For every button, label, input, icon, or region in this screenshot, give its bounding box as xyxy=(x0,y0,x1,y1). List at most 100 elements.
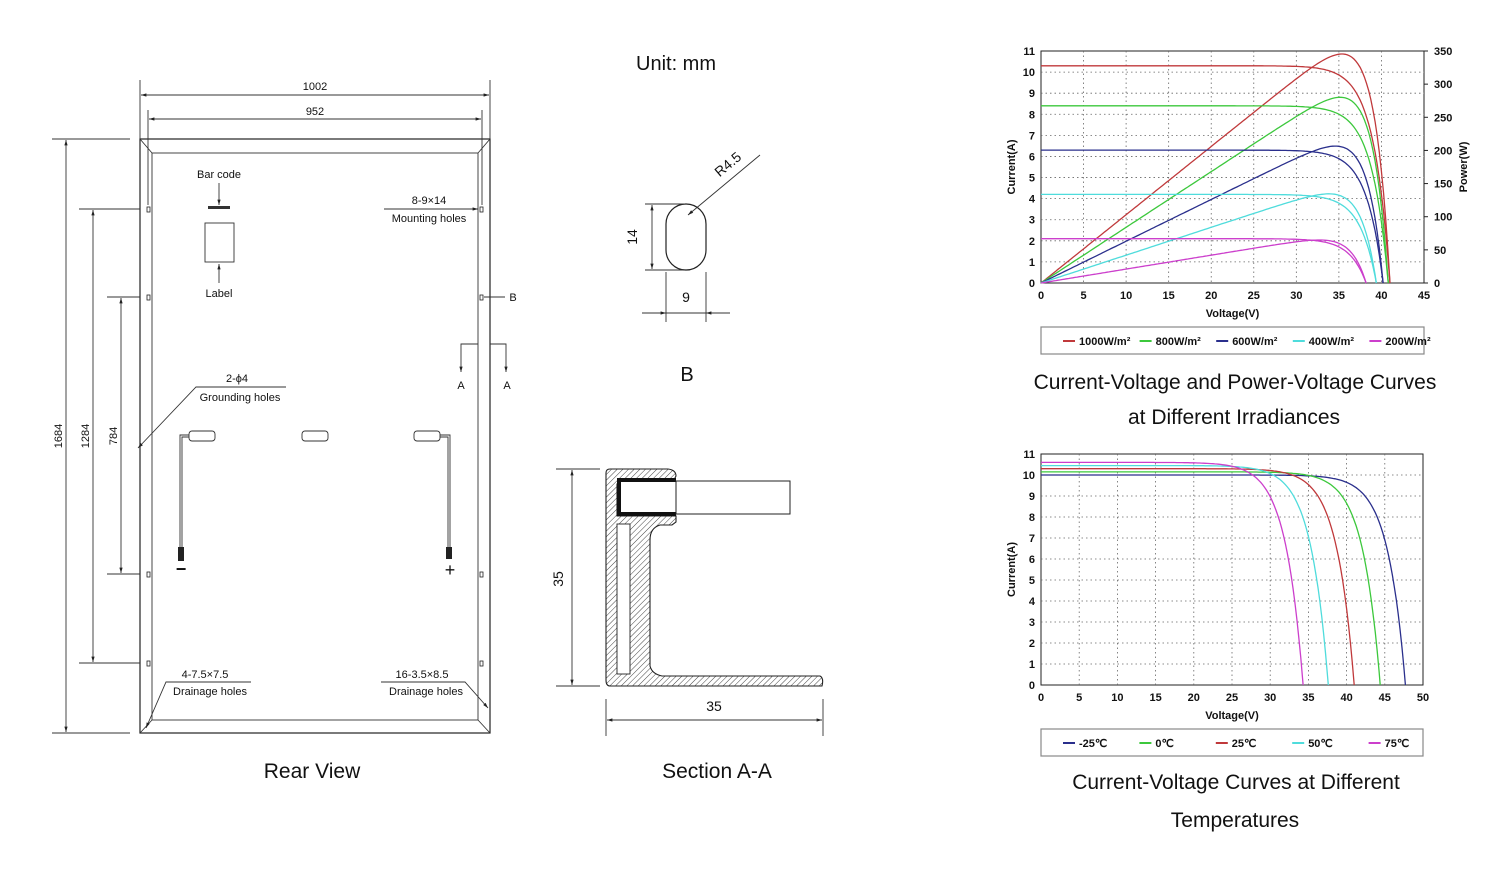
x-tick-label: 15 xyxy=(1163,290,1175,302)
y-tick-label: 5 xyxy=(1029,173,1035,185)
y2-axis-label: Power(W) xyxy=(1458,141,1470,192)
x-tick-label: 25 xyxy=(1248,290,1260,302)
slot-height: 14 xyxy=(624,229,640,245)
y-tick-label: 9 xyxy=(1029,491,1035,503)
x-tick-label: 30 xyxy=(1264,692,1276,704)
y-tick-label: 10 xyxy=(1023,470,1035,482)
iv-curve-800W/m² xyxy=(1041,105,1389,284)
y-tick-label: 2 xyxy=(1029,236,1035,248)
section-width: 35 xyxy=(706,698,722,714)
legend-label: 400W/m² xyxy=(1309,336,1355,348)
drainage-left-text: Drainage holes xyxy=(173,686,247,698)
y-tick-label: 8 xyxy=(1029,109,1035,121)
plot-area xyxy=(1040,50,1425,284)
x-tick-label: 5 xyxy=(1080,290,1086,302)
y-tick-label: 3 xyxy=(1029,215,1035,227)
y2-tick-label: 0 xyxy=(1434,278,1440,290)
iv-curve-1000W/m² xyxy=(1041,65,1391,284)
x-axis-label: Voltage(V) xyxy=(1206,308,1260,320)
label-text: Label xyxy=(206,288,233,300)
pv-curve-200W/m² xyxy=(1040,239,1367,284)
y2-tick-label: 350 xyxy=(1434,46,1452,58)
detail-b-title: B xyxy=(680,364,693,386)
y2-tick-label: 100 xyxy=(1434,212,1452,224)
x-tick-label: 35 xyxy=(1333,290,1345,302)
section-aa-title: Section A-A xyxy=(662,760,772,783)
x-tick-label: 20 xyxy=(1188,692,1200,704)
temperature-chart: Current-Voltage Curves at Different Temp… xyxy=(1006,449,1429,832)
y-axis-label: Current(A) xyxy=(1006,542,1018,597)
y2-tick-label: 50 xyxy=(1434,245,1446,257)
plot-area xyxy=(1040,453,1424,686)
x-tick-label: 45 xyxy=(1379,692,1391,704)
drainage-right-spec: 16-3.5×8.5 xyxy=(396,669,449,681)
slot-radius: R4.5 xyxy=(711,148,744,179)
x-tick-label: 0 xyxy=(1038,290,1044,302)
mounting-spec: 8-9×14 xyxy=(412,195,447,207)
y-tick-label: 7 xyxy=(1029,533,1035,545)
y-tick-label: 11 xyxy=(1023,449,1035,461)
legend-label: 50℃ xyxy=(1308,738,1333,750)
x-tick-label: 30 xyxy=(1290,290,1302,302)
y-tick-label: 11 xyxy=(1023,46,1035,58)
x-tick-label: 0 xyxy=(1038,692,1044,704)
negative-terminal: − xyxy=(176,559,187,579)
glass-laminate xyxy=(675,480,791,515)
y2-tick-label: 300 xyxy=(1434,79,1452,91)
mounting-slot xyxy=(665,203,707,271)
rear-view: 1002 952 1684 1284 784 Bar code Label 8-… xyxy=(52,80,517,783)
positive-terminal: + xyxy=(445,560,456,580)
y-tick-label: 6 xyxy=(1029,554,1035,566)
x-tick-label: 20 xyxy=(1205,290,1217,302)
iv-curve--25℃ xyxy=(1041,474,1407,686)
iv-curve-50℃ xyxy=(1041,464,1329,686)
y-tick-label: 10 xyxy=(1023,67,1035,79)
pv-curve-600W/m² xyxy=(1040,145,1384,284)
legend-box xyxy=(1040,728,1424,757)
bar-code xyxy=(208,206,230,209)
y-tick-label: 1 xyxy=(1029,659,1035,671)
x-tick-label: 10 xyxy=(1120,290,1132,302)
y-axis-label: Current(A) xyxy=(1006,139,1018,194)
iv-curve-25℃ xyxy=(1041,468,1355,686)
legend-label: 75℃ xyxy=(1385,738,1410,750)
y-tick-label: 3 xyxy=(1029,617,1035,629)
section-aa: 35 35 Section A-A xyxy=(550,468,824,783)
x-tick-label: 45 xyxy=(1418,290,1430,302)
irradiance-chart: Current-Voltage and Power-Voltage Curves… xyxy=(1006,46,1470,429)
legend-label: 800W/m² xyxy=(1156,336,1202,348)
dim-952: 952 xyxy=(306,106,324,118)
pv-curve-800W/m² xyxy=(1040,96,1389,284)
y2-tick-label: 150 xyxy=(1434,179,1452,191)
x-tick-label: 10 xyxy=(1111,692,1123,704)
legend-box xyxy=(1040,326,1425,355)
x-tick-label: 40 xyxy=(1340,692,1352,704)
bar-code-text: Bar code xyxy=(197,169,241,181)
mounting-holes xyxy=(146,206,484,667)
slot-width: 9 xyxy=(682,289,690,305)
section-a-marker-left: A xyxy=(457,380,465,392)
y-tick-label: 0 xyxy=(1029,680,1035,692)
module-frame-inner xyxy=(151,152,479,721)
y-tick-label: 0 xyxy=(1029,278,1035,290)
iv-curve-75℃ xyxy=(1041,461,1304,686)
detail-b-marker: B xyxy=(509,292,516,304)
y-tick-label: 8 xyxy=(1029,512,1035,524)
x-tick-label: 35 xyxy=(1302,692,1314,704)
dim-784: 784 xyxy=(108,427,120,445)
legend-label: 1000W/m² xyxy=(1079,336,1131,348)
pv-curve-400W/m² xyxy=(1040,193,1377,284)
grounding-spec: 2-ϕ4 xyxy=(226,373,248,385)
y-tick-label: 4 xyxy=(1029,194,1036,206)
x-axis-label: Voltage(V) xyxy=(1205,710,1259,722)
legend-label: 200W/m² xyxy=(1385,336,1431,348)
unit-label: Unit: mm xyxy=(636,53,716,75)
legend-label: -25℃ xyxy=(1079,738,1107,750)
label-plate xyxy=(204,222,235,263)
mounting-holes-text: Mounting holes xyxy=(392,213,467,225)
y-tick-label: 5 xyxy=(1029,575,1035,587)
x-tick-label: 15 xyxy=(1149,692,1161,704)
drainage-left-spec: 4-7.5×7.5 xyxy=(182,669,229,681)
y2-tick-label: 250 xyxy=(1434,112,1452,124)
y-tick-label: 2 xyxy=(1029,638,1035,650)
